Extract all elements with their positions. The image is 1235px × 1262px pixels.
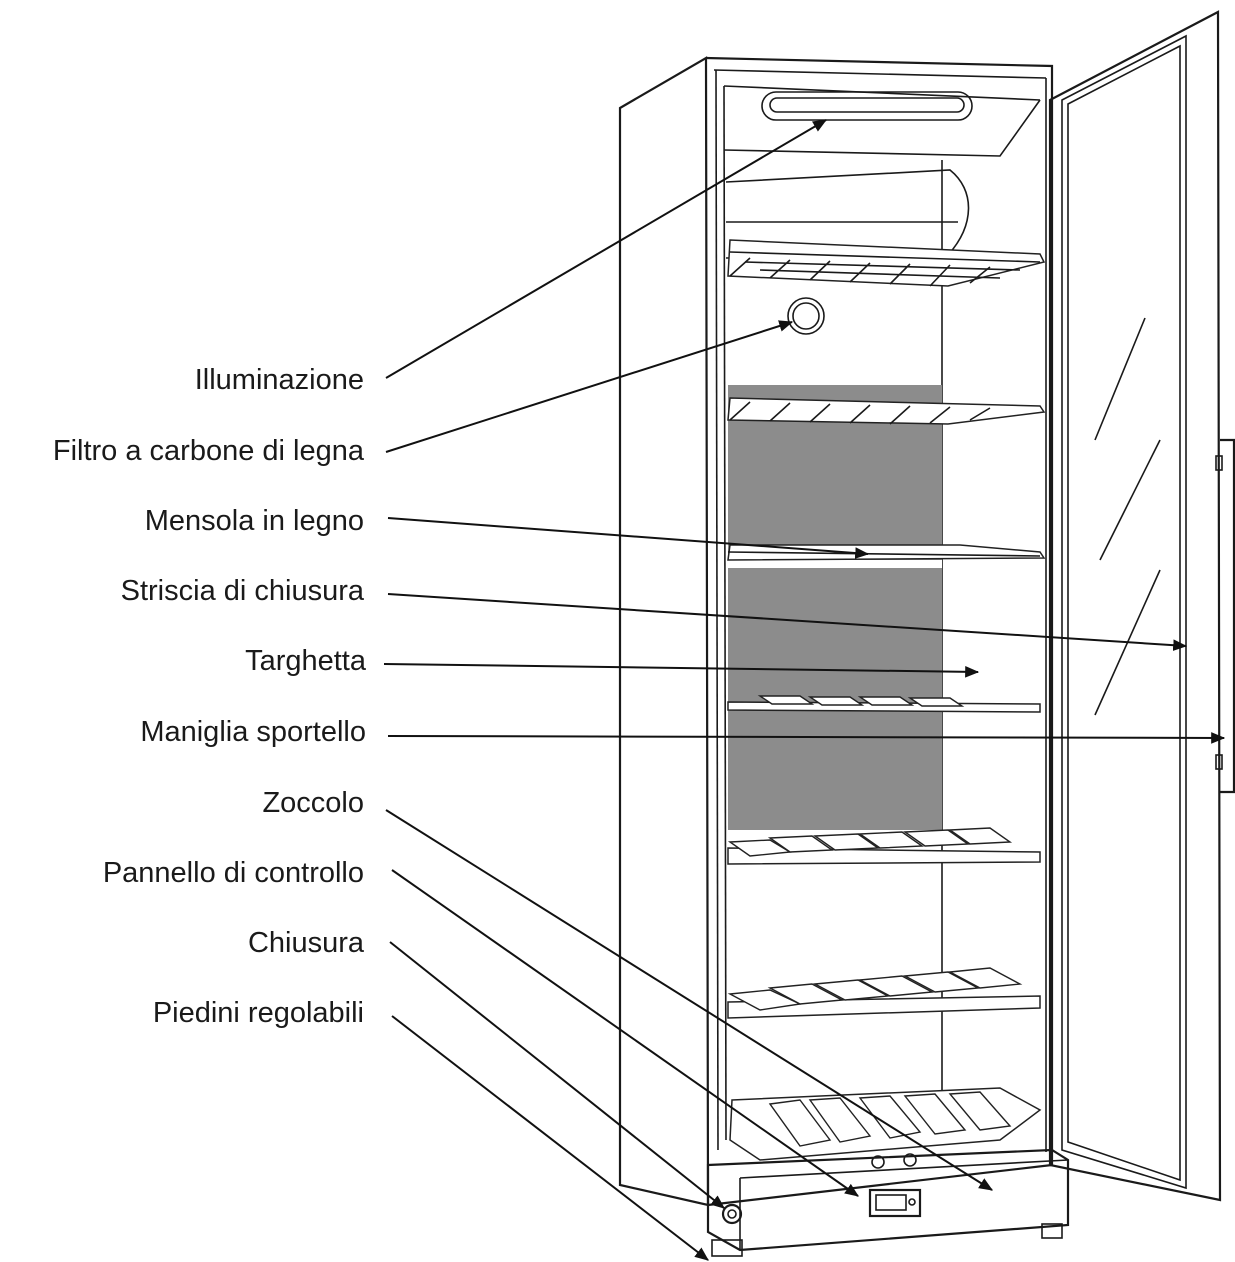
lock xyxy=(721,1203,743,1225)
shelf-wire-2 xyxy=(727,397,1046,425)
callout-line-mensola xyxy=(387,517,870,559)
control-panel xyxy=(868,1153,922,1218)
back-panel xyxy=(728,385,942,830)
label-chiusura: Chiusura xyxy=(248,927,365,959)
callout-line-chiusura xyxy=(389,941,725,1209)
label-filtro: Filtro a carbone di legna xyxy=(53,435,365,467)
label-mensola: Mensola in legno xyxy=(145,505,364,537)
callout-labels: Illuminazione Filtro a carbone di legna … xyxy=(53,364,367,1029)
light-bar xyxy=(761,91,973,121)
label-zoccolo: Zoccolo xyxy=(262,787,364,819)
callout-line-maniglia xyxy=(387,732,1226,744)
callout-line-piedini xyxy=(391,1015,709,1261)
callout-line-pannello xyxy=(391,869,859,1197)
callout-line-zoccolo xyxy=(385,809,993,1191)
door xyxy=(1048,10,1222,1202)
callout-lines xyxy=(383,119,1226,1261)
callout-line-targhetta xyxy=(383,663,980,678)
callout-line-illuminazione xyxy=(385,119,828,379)
label-targhetta: Targhetta xyxy=(245,645,367,677)
door-handle xyxy=(1215,438,1235,794)
charcoal-filter xyxy=(787,297,825,335)
shelf-wire-1 xyxy=(727,239,1046,287)
shelf-slats-3 xyxy=(727,967,1041,1019)
label-piedini: Piedini regolabili xyxy=(153,997,364,1029)
label-pannello: Pannello di controllo xyxy=(103,857,364,889)
callout-line-striscia xyxy=(387,593,1188,651)
shelf-slats-1 xyxy=(727,695,1041,713)
label-maniglia: Maniglia sportello xyxy=(140,716,366,748)
callout-line-filtro xyxy=(385,320,794,453)
shelf-slats-2 xyxy=(727,827,1041,865)
label-illuminazione: Illuminazione xyxy=(195,364,364,396)
label-striscia: Striscia di chiusura xyxy=(121,575,365,607)
